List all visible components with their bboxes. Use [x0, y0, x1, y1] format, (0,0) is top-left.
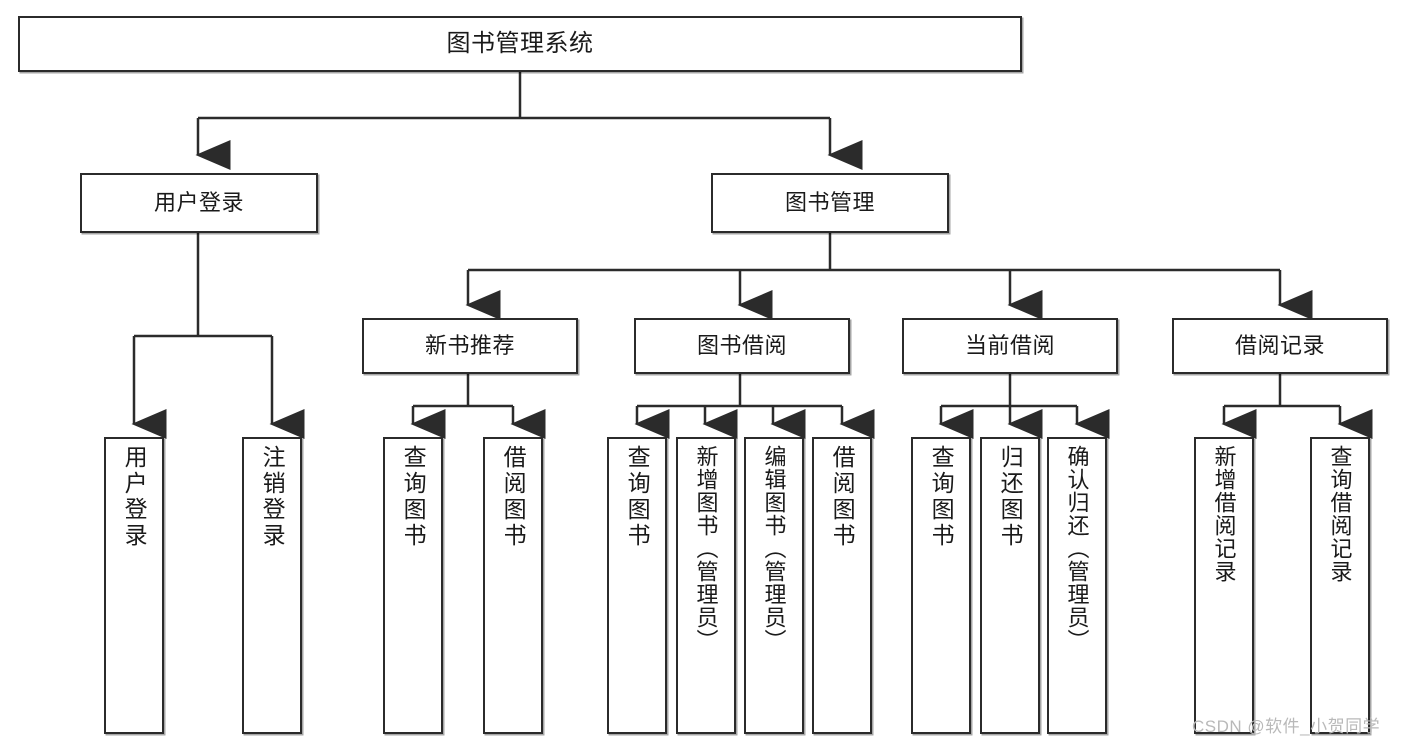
- node-leaf-logout[interactable]: 注销登录: [242, 437, 302, 734]
- node-leaf-borrow-book-1-label: 借阅图书: [500, 445, 527, 549]
- node-user-login[interactable]: 用户登录: [80, 173, 318, 233]
- node-leaf-edit-book-label: 编辑图书（管理员）: [761, 445, 787, 652]
- node-current-borrow[interactable]: 当前借阅: [902, 318, 1118, 374]
- node-root-system-label: 图书管理系统: [446, 29, 594, 57]
- node-new-book-recommend[interactable]: 新书推荐: [362, 318, 578, 374]
- node-book-manage-label: 图书管理: [784, 190, 875, 216]
- node-book-borrow-label: 图书借阅: [696, 333, 787, 359]
- node-leaf-confirm-return-label: 确认归还（管理员）: [1064, 445, 1090, 652]
- node-user-login-label: 用户登录: [153, 190, 244, 216]
- node-leaf-user-login[interactable]: 用户登录: [104, 437, 164, 734]
- node-leaf-query-record-label: 查询借阅记录: [1327, 445, 1353, 583]
- node-book-borrow[interactable]: 图书借阅: [634, 318, 850, 374]
- node-leaf-confirm-return[interactable]: 确认归还（管理员）: [1047, 437, 1107, 734]
- node-leaf-add-book[interactable]: 新增图书（管理员）: [676, 437, 736, 734]
- node-leaf-query-book-2-label: 查询图书: [624, 445, 651, 549]
- node-leaf-query-book-1-label: 查询图书: [400, 445, 427, 549]
- node-leaf-user-login-label: 用户登录: [121, 445, 148, 549]
- node-book-manage[interactable]: 图书管理: [711, 173, 949, 233]
- node-leaf-borrow-book-2-label: 借阅图书: [829, 445, 856, 549]
- node-leaf-query-book-3[interactable]: 查询图书: [911, 437, 971, 734]
- node-borrow-record-label: 借阅记录: [1234, 333, 1325, 359]
- csdn-watermark: CSDN @软件_小贺同学: [1192, 717, 1381, 736]
- node-borrow-record[interactable]: 借阅记录: [1172, 318, 1388, 374]
- node-leaf-add-record-label: 新增借阅记录: [1211, 445, 1237, 583]
- node-leaf-add-record[interactable]: 新增借阅记录: [1194, 437, 1254, 734]
- node-leaf-query-record[interactable]: 查询借阅记录: [1310, 437, 1370, 734]
- node-leaf-edit-book[interactable]: 编辑图书（管理员）: [744, 437, 804, 734]
- node-new-book-recommend-label: 新书推荐: [424, 333, 515, 359]
- node-leaf-borrow-book-1[interactable]: 借阅图书: [483, 437, 543, 734]
- node-leaf-add-book-label: 新增图书（管理员）: [693, 445, 719, 652]
- node-leaf-query-book-3-label: 查询图书: [928, 445, 955, 549]
- node-leaf-logout-label: 注销登录: [259, 445, 286, 549]
- node-leaf-return-book[interactable]: 归还图书: [980, 437, 1040, 734]
- node-leaf-query-book-2[interactable]: 查询图书: [607, 437, 667, 734]
- node-root-system[interactable]: 图书管理系统: [18, 16, 1022, 72]
- node-leaf-borrow-book-2[interactable]: 借阅图书: [812, 437, 872, 734]
- node-leaf-return-book-label: 归还图书: [997, 445, 1024, 549]
- node-current-borrow-label: 当前借阅: [964, 333, 1055, 359]
- node-leaf-query-book-1[interactable]: 查询图书: [383, 437, 443, 734]
